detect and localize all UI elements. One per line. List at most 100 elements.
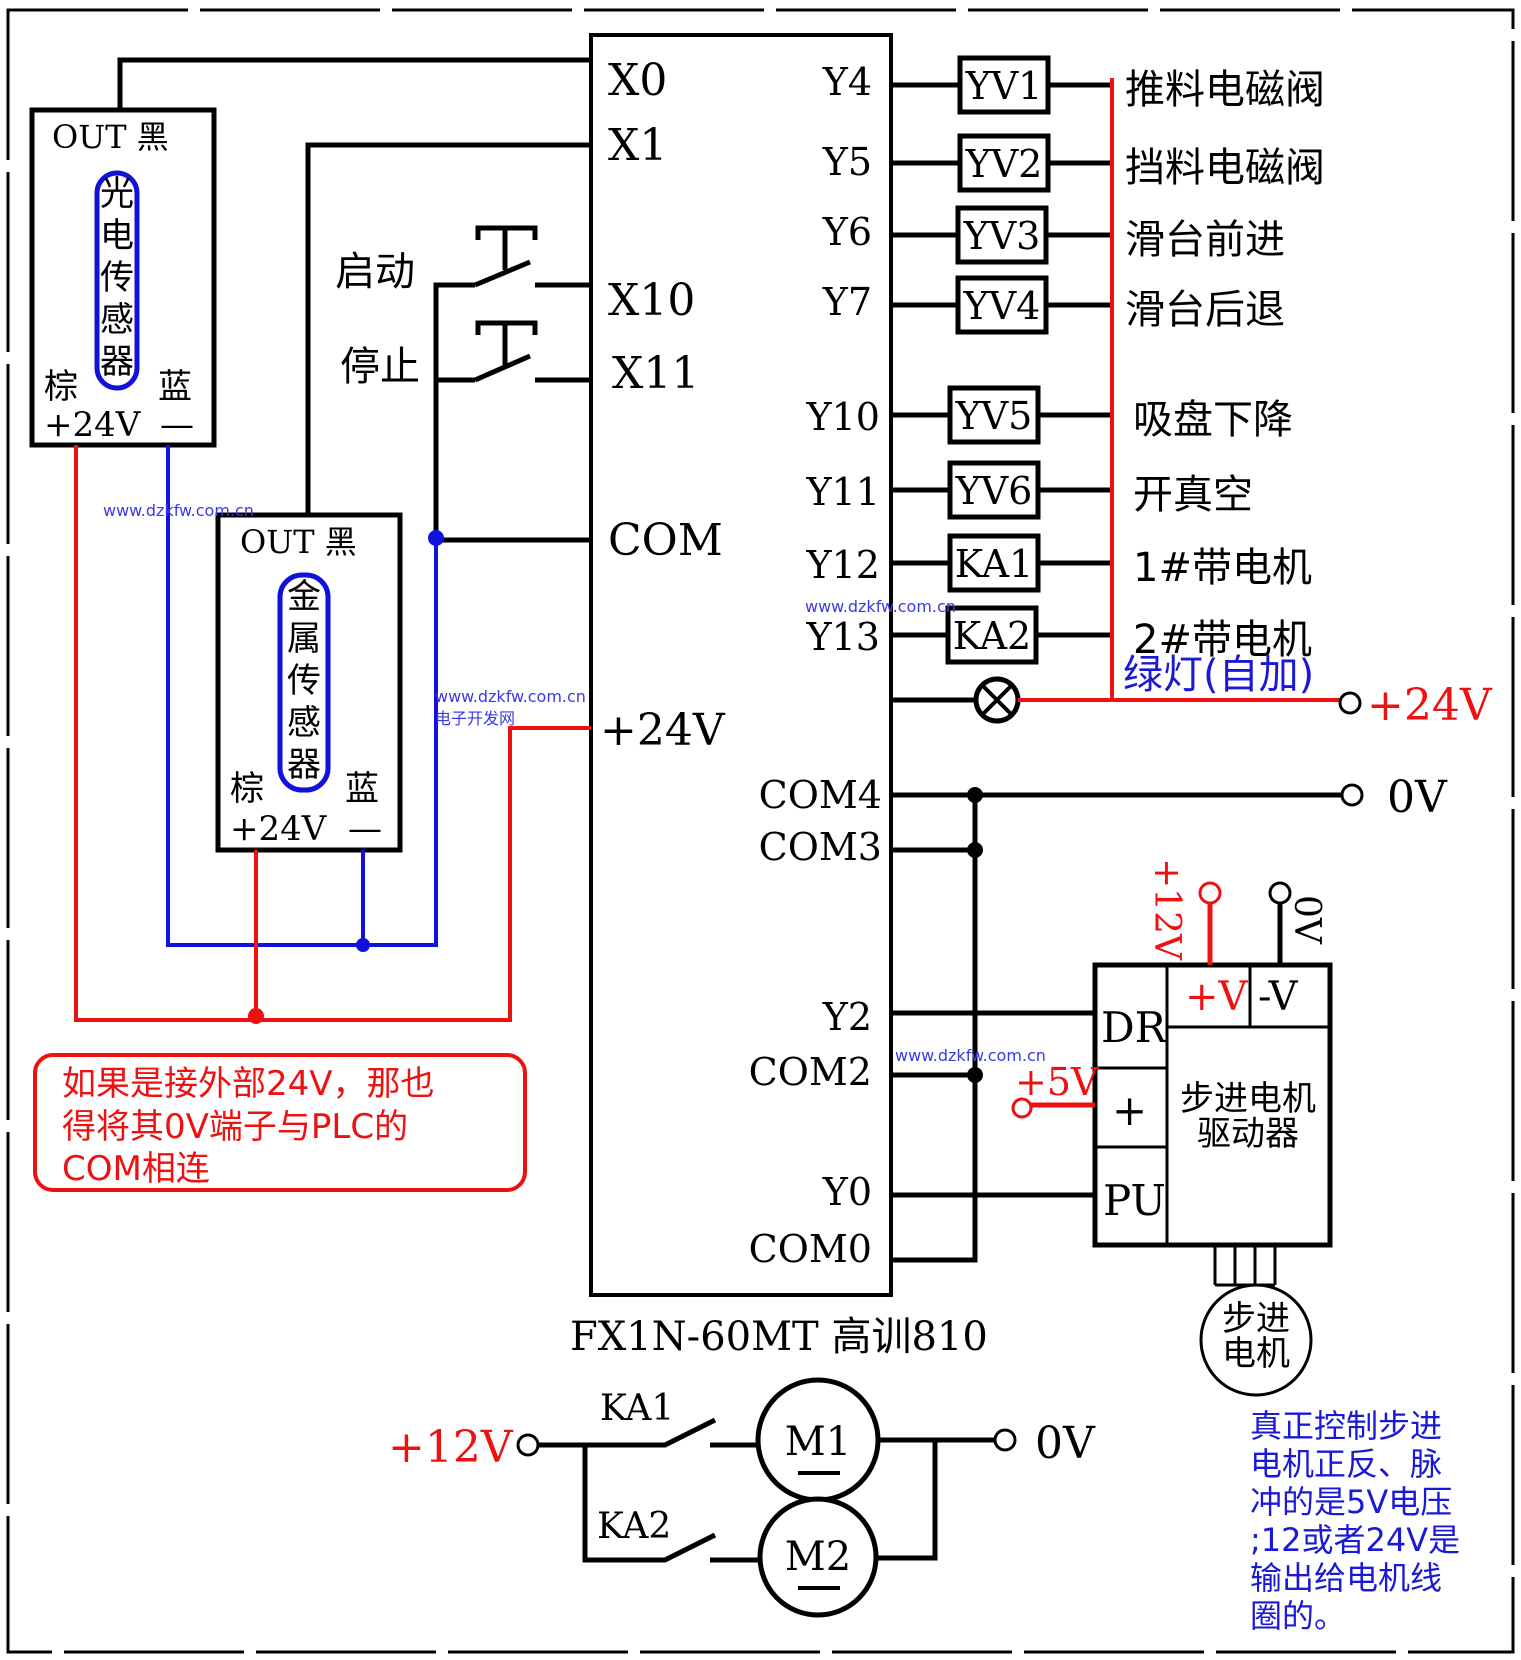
metal-sensor-box xyxy=(215,512,403,853)
note-blue-line-2: 电机正反、脉 xyxy=(1250,1445,1442,1483)
plc-model-label: FX1N-60MT 高训810 xyxy=(570,1314,988,1360)
motor-m2-label: M2 xyxy=(785,1534,851,1580)
terminal-y10: Y10 xyxy=(806,395,880,439)
load-tag-ka2: KA2 xyxy=(953,614,1031,658)
load-tag-yv4: YV4 xyxy=(963,284,1041,328)
metal-sensor-name-char: 器 xyxy=(287,745,321,785)
load-tag-yv3: YV3 xyxy=(963,214,1041,258)
load-tag-yv2: YV2 xyxy=(965,142,1043,186)
terminal-com2: COM2 xyxy=(749,1050,872,1094)
metal-sensor-name-char: 传 xyxy=(287,661,321,701)
terminal-motor-12v xyxy=(516,1433,540,1457)
metal-sensor-out-label: OUT 黑 xyxy=(240,523,357,561)
note-blue-line-4: ;12或者24V是 xyxy=(1250,1521,1460,1559)
load-desc-ka1: 1#带电机 xyxy=(1133,545,1312,591)
supply-24v-label: +24V xyxy=(1367,680,1493,731)
load-box-ka1 xyxy=(947,533,1041,593)
stepper-motor-icon xyxy=(1199,1283,1313,1397)
terminal-24v: +24V xyxy=(600,705,726,756)
load-tag-yv6: YV6 xyxy=(955,469,1033,513)
load-tag-yv5: YV5 xyxy=(955,394,1033,438)
load-desc-yv6: 开真空 xyxy=(1133,472,1253,518)
photo-sensor-name-char: 传 xyxy=(100,258,134,298)
note-blue-line-1: 真正控制步进 xyxy=(1250,1407,1442,1445)
driver-vplus-label: +V xyxy=(1185,974,1249,1020)
load-desc-yv5: 吸盘下降 xyxy=(1133,397,1293,443)
ka1-label: KA1 xyxy=(600,1388,674,1429)
note-blue-line-5: 输出给电机线 xyxy=(1250,1559,1442,1597)
load-tag-yv1: YV1 xyxy=(965,64,1043,108)
note-red-line-2: 得将其0V端子与PLC的 xyxy=(62,1107,408,1147)
wire-sensor-24v xyxy=(74,445,591,1022)
load-tag-ka1: KA1 xyxy=(955,542,1033,586)
junction-24v xyxy=(248,1008,264,1024)
terminal-x0: X0 xyxy=(608,55,667,106)
terminal-x1: X1 xyxy=(608,120,667,171)
load-box-yv4 xyxy=(955,275,1049,335)
junction-com3 xyxy=(967,842,983,858)
watermark-5: www.dzkfw.com.cn xyxy=(895,1046,1046,1065)
photo-sensor-out-label: OUT 黑 xyxy=(52,118,169,156)
terminal-y2: Y2 xyxy=(822,995,872,1039)
load-desc-yv2: 挡料电磁阀 xyxy=(1125,145,1325,191)
photo-blue-label: 蓝 xyxy=(158,367,192,407)
wire-x0 xyxy=(117,57,591,110)
load-box-yv6 xyxy=(947,460,1041,520)
wire-ka1 xyxy=(538,1417,717,1448)
metal-plus-label: +24V xyxy=(230,809,328,849)
terminal-driver-12v xyxy=(1198,881,1222,905)
start-button-symbol xyxy=(474,225,538,288)
driver-plus-label: + xyxy=(1112,1086,1147,1135)
terminal-y4: Y4 xyxy=(822,60,872,104)
terminal-y11: Y11 xyxy=(806,470,880,514)
motor-12v-label: +12V xyxy=(388,1422,514,1473)
wire-start-left xyxy=(433,282,475,540)
terminal-y12: Y12 xyxy=(806,543,880,587)
terminal-y13: Y13 xyxy=(806,615,880,659)
watermark-4: 电子开发网 xyxy=(435,709,515,728)
motor-0v-label: 0V xyxy=(1035,1418,1096,1469)
lamp-icon xyxy=(973,676,1021,724)
load-desc-yv4: 滑台后退 xyxy=(1125,287,1285,333)
terminal-24v-supply xyxy=(1338,691,1362,715)
watermark-3: www.dzkfw.com.cn xyxy=(435,687,586,706)
terminal-y6: Y6 xyxy=(822,210,872,254)
load-desc-yv1: 推料电磁阀 xyxy=(1125,67,1325,113)
junction-com2 xyxy=(967,1067,983,1083)
terminal-y5: Y5 xyxy=(822,140,872,184)
driver-12v-label: +12V xyxy=(1146,858,1187,961)
terminal-y7: Y7 xyxy=(822,280,872,324)
note-red-box xyxy=(33,1053,527,1192)
motor-leads xyxy=(1213,1245,1277,1287)
driver-title-2: 驱动器 xyxy=(1197,1114,1299,1154)
note-red-line-1: 如果是接外部24V，那也 xyxy=(62,1064,435,1104)
driver-5v-label: +5V xyxy=(1015,1060,1099,1104)
wire-photo-blue xyxy=(166,445,438,947)
start-label: 启动 xyxy=(335,249,415,295)
terminal-x10: X10 xyxy=(608,275,695,326)
supply-0v-label: 0V xyxy=(1387,772,1448,823)
outer-frame xyxy=(6,8,1515,1654)
driver-vminus-label: -V xyxy=(1258,974,1299,1020)
metal-sensor-outline xyxy=(277,572,331,793)
photo-sensor-name-char: 器 xyxy=(100,342,134,382)
terminal-com: COM xyxy=(608,515,723,566)
load-box-yv3 xyxy=(955,205,1049,265)
wire-x1 xyxy=(305,142,591,515)
terminal-motor-0v xyxy=(993,1428,1017,1452)
driver-0v-label: 0V xyxy=(1286,895,1327,945)
wire-ka2 xyxy=(582,1445,717,1563)
terminal-com4: COM4 xyxy=(759,773,882,817)
stop-button-symbol xyxy=(474,320,538,383)
metal-sensor-name-char: 金 xyxy=(287,577,321,617)
terminal-x11: X11 xyxy=(612,348,699,399)
terminal-driver-0v xyxy=(1268,881,1292,905)
motor-m1-label: M1 xyxy=(785,1419,851,1465)
photo-minus-label: — xyxy=(160,405,194,445)
stepper-motor-label-2: 电机 xyxy=(1222,1334,1290,1374)
terminal-y0: Y0 xyxy=(822,1170,872,1214)
metal-brown-label: 棕 xyxy=(230,769,264,809)
metal-minus-label: — xyxy=(348,809,382,849)
photo-plus-label: +24V xyxy=(44,405,142,445)
wire-com-bus xyxy=(891,795,978,1263)
